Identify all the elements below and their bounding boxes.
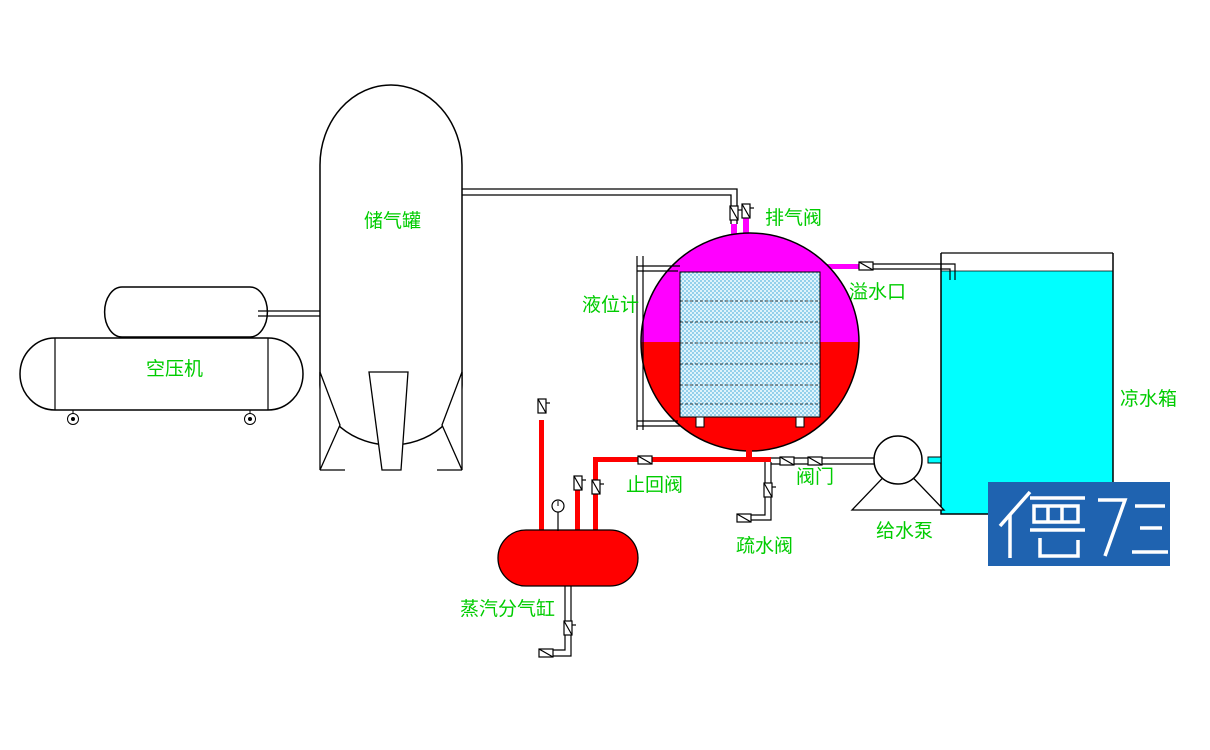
cooling-water-tank bbox=[940, 252, 1114, 515]
label-feed-pump: 给水泵 bbox=[876, 520, 934, 542]
brand-logo bbox=[988, 482, 1170, 566]
air-pipe-compressor bbox=[258, 310, 321, 317]
air-storage-tank bbox=[319, 84, 463, 471]
tank-leg-left bbox=[319, 371, 341, 471]
label-exhaust-valve: 排气阀 bbox=[765, 207, 823, 229]
compressor-wheel-left bbox=[67, 410, 79, 425]
valve-icon bbox=[538, 648, 554, 658]
drain-line bbox=[736, 462, 777, 523]
feed-water-line bbox=[771, 456, 942, 466]
label-level-gauge: 液位计 bbox=[582, 294, 640, 316]
cooling-water bbox=[941, 271, 1113, 514]
label-compressor: 空压机 bbox=[146, 358, 204, 380]
tank-leg-center bbox=[368, 371, 409, 471]
label-check-valve: 止回阀 bbox=[626, 474, 684, 496]
steam-line bbox=[537, 398, 771, 542]
valve-icon bbox=[729, 205, 743, 221]
valve-icon bbox=[736, 513, 752, 523]
label-cooling-tank: 凉水箱 bbox=[1120, 388, 1178, 410]
valve-icon bbox=[807, 456, 823, 466]
steam-header bbox=[497, 499, 639, 658]
tank-leg-right bbox=[441, 371, 463, 471]
label-steam-header: 蒸汽分气缸 bbox=[460, 598, 556, 620]
label-valve: 阀门 bbox=[796, 466, 835, 488]
valve-icon bbox=[779, 456, 795, 466]
valve-icon bbox=[741, 203, 755, 219]
heating-coil bbox=[679, 271, 821, 418]
valve-icon bbox=[763, 482, 777, 498]
compressor-upper-tank bbox=[103, 286, 269, 338]
air-pipe-to-vessel bbox=[462, 188, 738, 224]
compressor-wheel-right bbox=[244, 410, 256, 425]
steam-vessel bbox=[640, 216, 860, 460]
valve-icon bbox=[573, 475, 587, 491]
valve-icon bbox=[537, 398, 551, 414]
level-gauge bbox=[636, 256, 680, 430]
valve-icon bbox=[858, 261, 874, 271]
label-overflow: 溢水口 bbox=[849, 281, 907, 303]
valve-icon bbox=[591, 479, 605, 495]
valve-icon bbox=[637, 455, 653, 465]
overflow-pipe bbox=[818, 261, 956, 280]
label-drain-valve: 疏水阀 bbox=[736, 535, 794, 557]
feed-pump bbox=[850, 435, 946, 511]
air-compressor bbox=[19, 286, 304, 425]
valve-icon bbox=[563, 620, 577, 636]
label-air-tank: 储气罐 bbox=[364, 210, 422, 232]
